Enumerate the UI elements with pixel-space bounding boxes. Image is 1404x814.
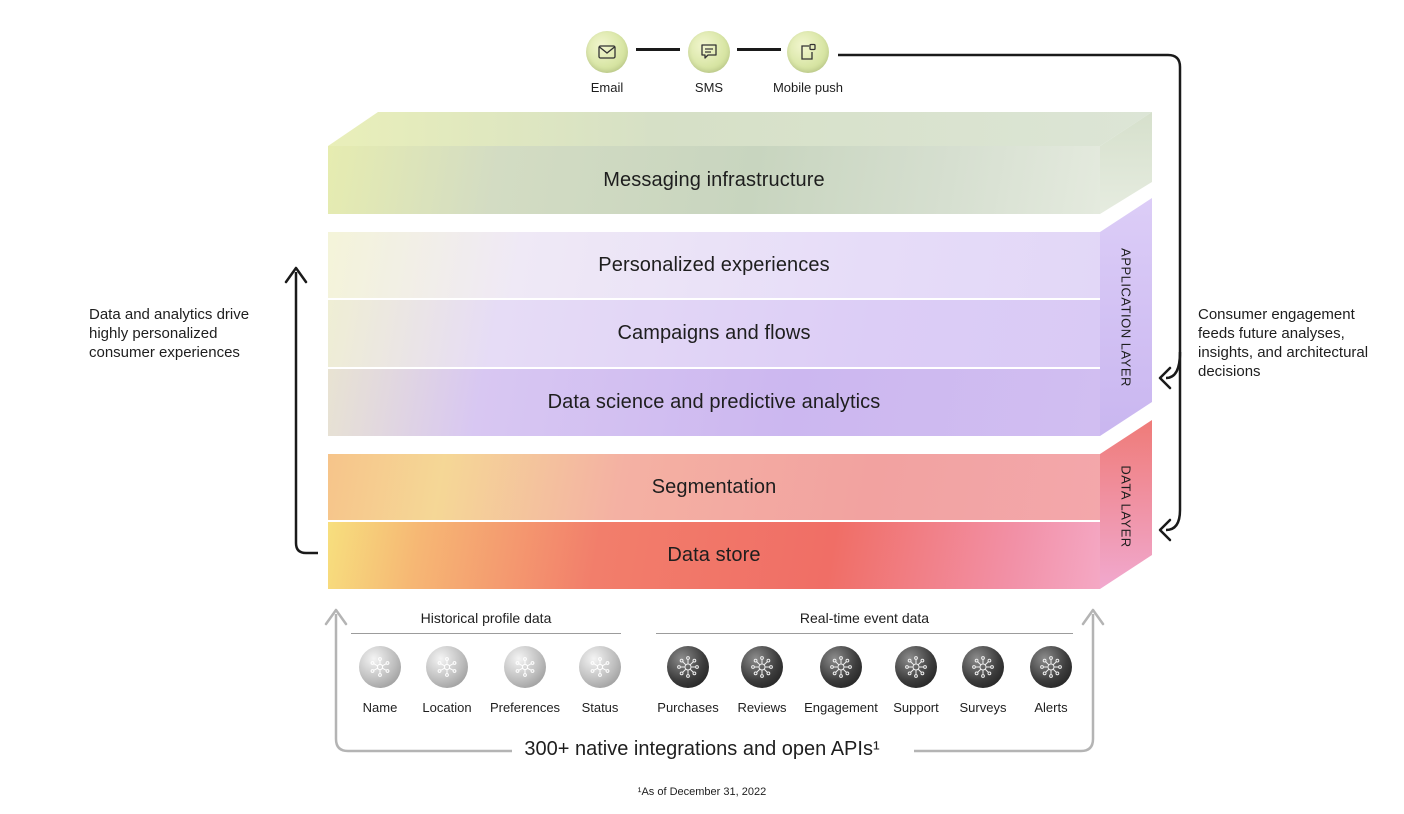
source-purchases[interactable]: Purchases (638, 646, 738, 715)
integrations-caption: 300+ native integrations and open APIs¹ (0, 738, 1404, 761)
source-location[interactable]: Location (397, 646, 497, 715)
network-node-icon (504, 646, 546, 688)
realtime-divider (656, 633, 1073, 634)
channel-connector-email-sms (636, 48, 680, 51)
channel-label: Email (590, 80, 624, 95)
source-surveys[interactable]: Surveys (933, 646, 1033, 715)
layer-label: Segmentation (651, 475, 777, 498)
channel-mobile-push[interactable]: Mobile push (758, 31, 858, 95)
source-engagement[interactable]: Engagement (791, 646, 891, 715)
channel-sms[interactable]: SMS (659, 31, 759, 95)
network-node-icon (579, 646, 621, 688)
source-alerts[interactable]: Alerts (1001, 646, 1101, 715)
layer-label: Campaigns and flows (617, 322, 811, 344)
channel-email[interactable]: Email (557, 31, 657, 95)
historical-divider (351, 633, 621, 634)
mobile-notification-icon (787, 31, 829, 73)
channel-label: Mobile push (772, 80, 844, 95)
chat-bubble-icon (688, 31, 730, 73)
envelope-icon (586, 31, 628, 73)
layer-segmentation: Segmentation (328, 454, 1100, 520)
hub-node-icon (962, 646, 1004, 688)
layer-label: Data store (667, 544, 761, 566)
right-note: Consumer engagement feeds future analyse… (1198, 306, 1369, 380)
channel-label: SMS (694, 80, 724, 95)
hub-node-icon (1030, 646, 1072, 688)
layer-data-store: Data store (328, 522, 1100, 589)
hub-node-icon (820, 646, 862, 688)
hub-node-icon (895, 646, 937, 688)
layer-label: Personalized experiences (598, 253, 830, 276)
network-node-icon (426, 646, 468, 688)
source-preferences[interactable]: Preferences (475, 646, 575, 715)
layer-data-science-predictive-analytics: Data science and predictive analytics (328, 369, 1100, 436)
channel-connector-sms-push (737, 48, 781, 51)
left-note: Data and analytics drive highly personal… (89, 306, 250, 361)
layer-messaging-infrastructure: Messaging infrastructure (328, 146, 1100, 214)
source-status[interactable]: Status (550, 646, 650, 715)
source-name[interactable]: Name (330, 646, 430, 715)
footnote: ¹As of December 31, 2022 (637, 786, 767, 798)
integrations-text: 300+ native integrations and open APIs¹ (512, 738, 892, 760)
data-layer-label: DATA LAYER (1118, 465, 1134, 548)
layer-campaigns-and-flows: Campaigns and flows (328, 300, 1100, 367)
historical-profile-data-title: Historical profile data (420, 610, 552, 626)
source-support[interactable]: Support (866, 646, 966, 715)
application-layer-label: APPLICATION LAYER (1118, 248, 1134, 387)
layer-personalized-experiences: Personalized experiences (328, 232, 1100, 298)
layer-label: Messaging infrastructure (603, 168, 825, 191)
source-reviews[interactable]: Reviews (712, 646, 812, 715)
hub-node-icon (667, 646, 709, 688)
realtime-event-data-title: Real-time event data (799, 610, 930, 626)
hub-node-icon (741, 646, 783, 688)
layer-label: Data science and predictive analytics (547, 391, 881, 413)
network-node-icon (359, 646, 401, 688)
